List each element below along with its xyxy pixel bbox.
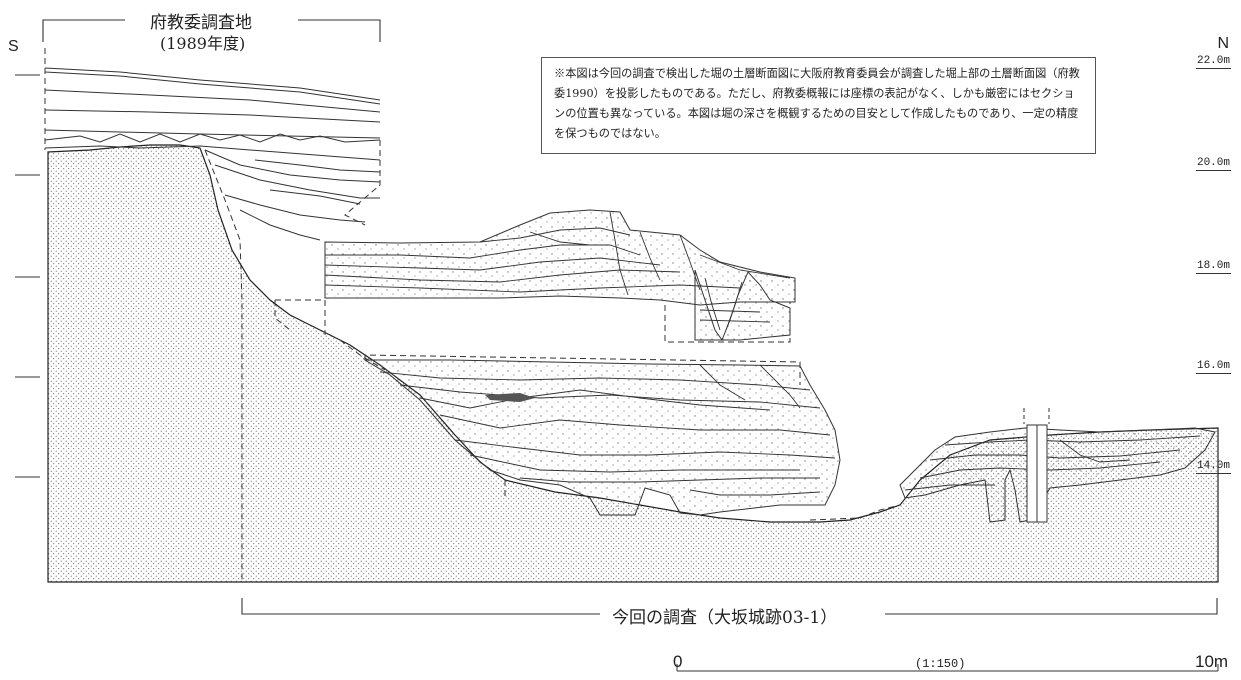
- middle-block-stratum: [324, 209, 796, 306]
- elevation-label-14m: 14.0m: [1195, 460, 1231, 474]
- north-label: N: [1217, 35, 1229, 52]
- elevation-label-20m: 20.0m: [1195, 157, 1231, 171]
- left-elevation-ticks: [15, 74, 40, 478]
- south-label: S: [8, 38, 19, 55]
- lower-block-layers: [379, 364, 836, 496]
- upper-strata-1989: [44, 67, 381, 241]
- v-feature-frame: [664, 302, 791, 343]
- middle-block-layers: [324, 211, 791, 296]
- survey-1989-title: 府教委調査地: [150, 13, 252, 33]
- survey-1989-bracket: [42, 19, 381, 42]
- survey-1989-subtitle: (1989年度): [160, 34, 246, 53]
- elevation-label-18m: 18.0m: [1195, 260, 1231, 274]
- scale-end-label: 10m: [1195, 652, 1229, 671]
- lower-block-stratum: [363, 359, 841, 516]
- current-survey-bracket: [241, 598, 1218, 615]
- scale-bar: [676, 664, 1219, 672]
- right-block-stratum: [899, 427, 1216, 523]
- scale-start-label: 0: [673, 652, 683, 671]
- dashed-boundaries: [44, 48, 901, 582]
- elevation-label-22m: 22.0m: [1195, 55, 1231, 69]
- post-feature: [1023, 408, 1050, 523]
- explanatory-note: ※本図は今回の調査で検出した堀の土層断面図に大阪府教育委員会が調査した堀上部の土…: [541, 57, 1096, 154]
- v-feature: [694, 269, 791, 342]
- scale-ratio-label: (1:150): [915, 657, 966, 671]
- elevation-label-16m: 16.0m: [1195, 360, 1231, 374]
- current-survey-label: 今回の調査（大坂城跡03-1）: [608, 603, 842, 628]
- dark-lens: [485, 393, 535, 402]
